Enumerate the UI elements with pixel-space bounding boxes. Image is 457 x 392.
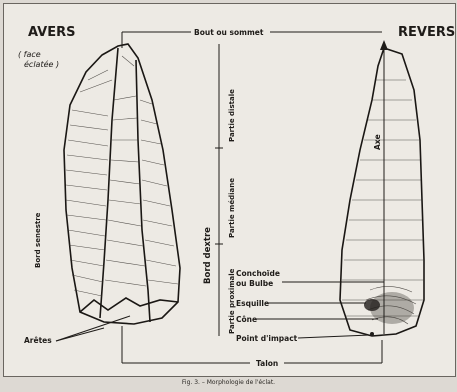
talon-label: Talon bbox=[256, 359, 278, 368]
revers-title: REVERS bbox=[398, 25, 455, 40]
avers-flake bbox=[64, 44, 180, 324]
handwritten-note-line-1: ( face bbox=[18, 50, 41, 59]
avers-ridge-3 bbox=[80, 298, 178, 312]
revers-flake bbox=[340, 48, 424, 336]
impact-point bbox=[370, 332, 374, 336]
bord-dextre-label: Bord dextre bbox=[203, 227, 213, 284]
revers-flake-outline bbox=[340, 48, 424, 336]
axe-label: Axe bbox=[373, 134, 382, 150]
aretes-label: Arêtes bbox=[24, 336, 52, 345]
partie-proximale-label: Partie proximale bbox=[228, 268, 236, 334]
avers-hatching bbox=[66, 56, 178, 296]
esquille-label: Esquille bbox=[236, 299, 269, 308]
partie-mediane-label: Partie médiane bbox=[228, 178, 236, 238]
handwritten-note: ( face éclatée ) bbox=[18, 50, 59, 69]
aretes-leader-2 bbox=[56, 316, 130, 341]
cone-label: Cône bbox=[236, 315, 257, 324]
point-impact-label: Point d'impact bbox=[236, 334, 298, 343]
partie-distale-label: Partie distale bbox=[228, 89, 236, 142]
point-impact-leader bbox=[298, 335, 370, 338]
conchoide-label: Conchoïde bbox=[236, 269, 280, 278]
avers-ridge-1 bbox=[100, 48, 118, 318]
axe-arrow-head bbox=[380, 40, 388, 50]
handwritten-note-line-2: éclatée ) bbox=[24, 59, 59, 69]
ou-bulbe-label: ou Bulbe bbox=[236, 279, 273, 288]
bord-senestre-label: Bord senestre bbox=[34, 212, 42, 268]
avers-ridge-2 bbox=[136, 60, 150, 322]
bout-label: Bout ou sommet bbox=[194, 28, 264, 37]
esquille-scar bbox=[364, 299, 380, 311]
figure-caption: Fig. 3. – Morphologie de l'éclat. bbox=[0, 379, 457, 386]
revers-hatching bbox=[342, 80, 424, 324]
avers-title: AVERS bbox=[28, 25, 76, 40]
